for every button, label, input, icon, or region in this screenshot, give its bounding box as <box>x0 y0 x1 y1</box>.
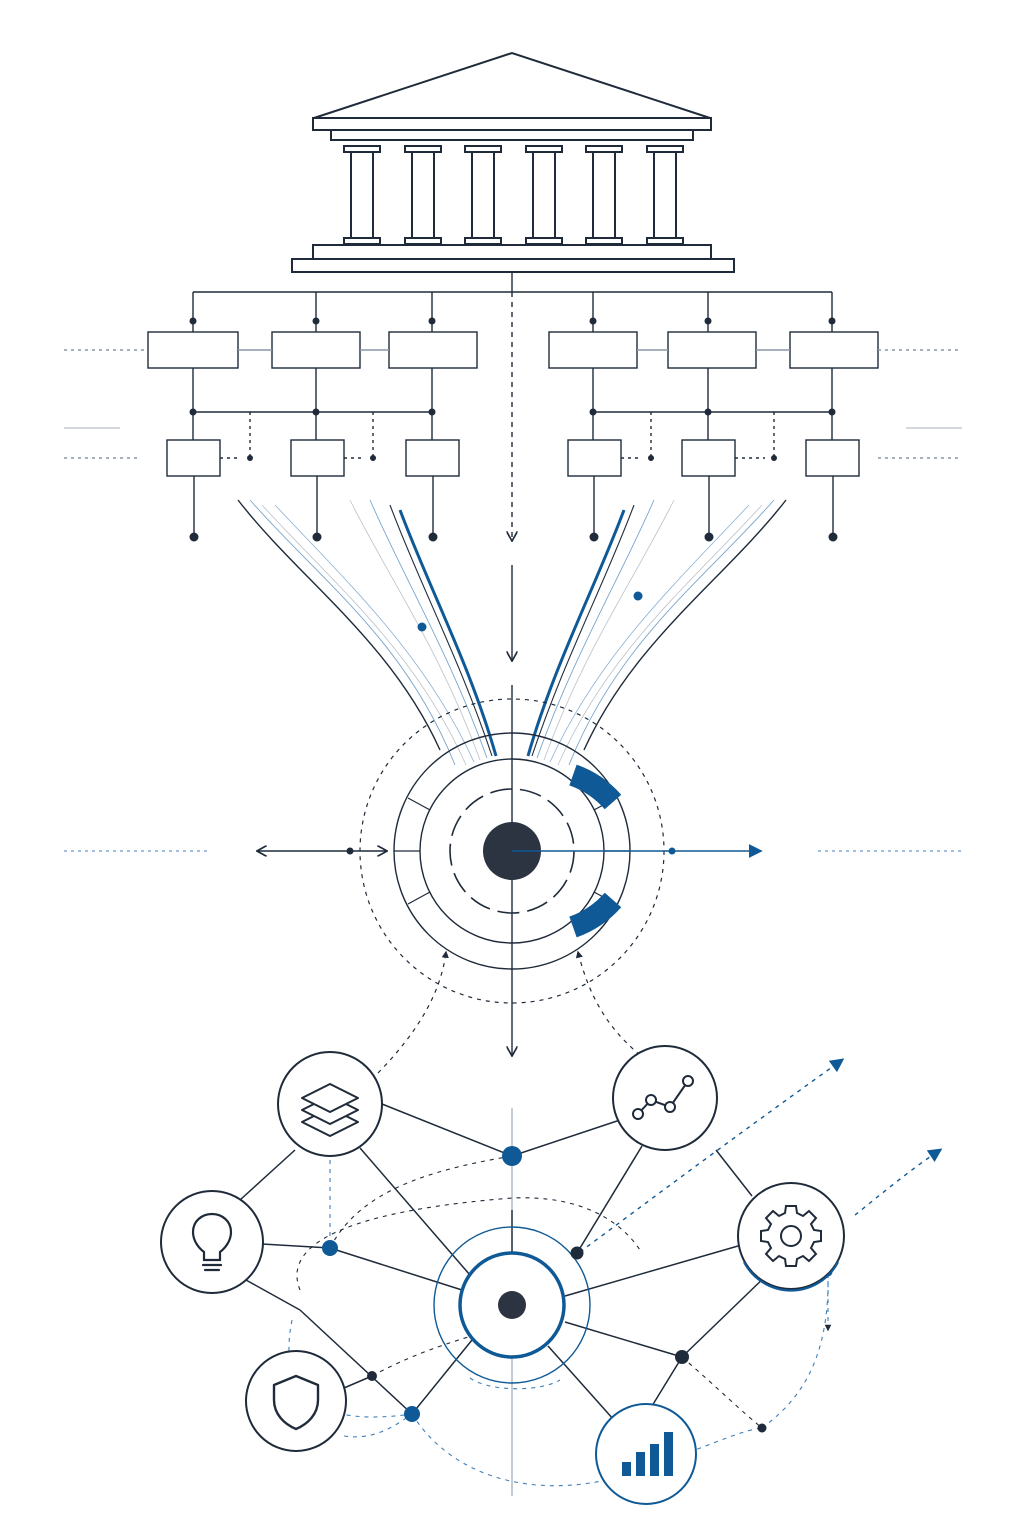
org-box <box>549 332 637 368</box>
org-bottom-boxes <box>167 440 859 476</box>
node-security <box>246 1351 346 1451</box>
org-box <box>291 440 344 476</box>
node-trend <box>613 1046 717 1150</box>
org-chart <box>64 272 962 542</box>
org-box <box>668 332 756 368</box>
org-box <box>148 332 238 368</box>
org-box <box>806 440 859 476</box>
org-box <box>568 440 621 476</box>
org-box <box>272 332 360 368</box>
node-idea <box>161 1191 263 1293</box>
columns <box>344 146 683 244</box>
node-settings <box>738 1183 844 1291</box>
flow-dot <box>634 592 643 601</box>
org-box <box>406 440 459 476</box>
org-box <box>682 440 735 476</box>
funnel-flow-left <box>238 500 496 765</box>
node-layers <box>278 1052 382 1156</box>
network-junctions <box>322 1146 833 1433</box>
node-analytics <box>596 1404 696 1504</box>
org-box <box>790 332 878 368</box>
org-box <box>167 440 220 476</box>
institution-building-icon <box>292 53 734 272</box>
funnel-flow-right <box>528 500 786 765</box>
org-box <box>389 332 477 368</box>
flow-dot <box>418 623 427 632</box>
